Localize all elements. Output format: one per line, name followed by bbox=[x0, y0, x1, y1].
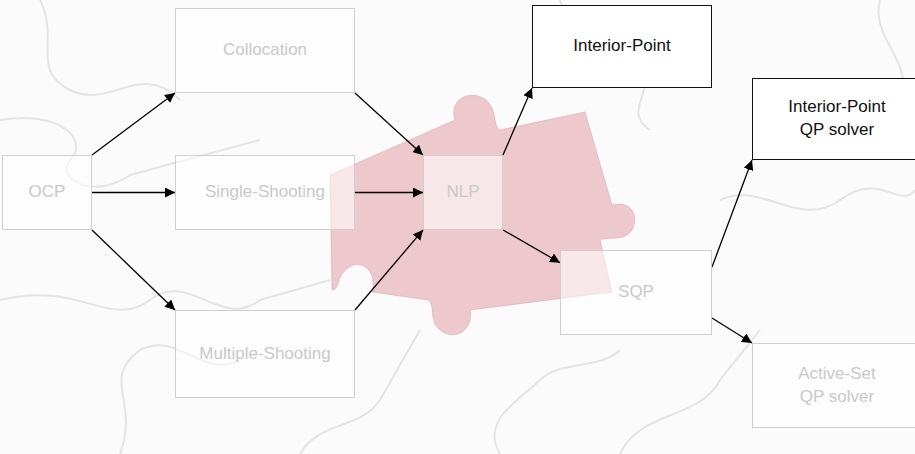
process-box: Multiple-Shooting bbox=[175, 310, 355, 398]
process-box: Single-Shooting bbox=[175, 155, 355, 230]
process-box: OCP bbox=[2, 155, 92, 230]
flow-arrow bbox=[355, 93, 423, 155]
flow-arrow bbox=[92, 192, 175, 193]
box-label: Collocation bbox=[223, 39, 307, 62]
process-box: Interior-Point QP solver bbox=[752, 78, 915, 160]
box-label: Active-Set QP solver bbox=[786, 363, 888, 409]
box-label: SQP bbox=[618, 281, 654, 304]
flow-arrow bbox=[92, 230, 175, 310]
process-box: Interior-Point bbox=[532, 5, 712, 88]
box-label: Interior-Point bbox=[573, 35, 670, 58]
puzzle-line bbox=[0, 280, 330, 310]
flow-arrow bbox=[503, 88, 532, 155]
process-box: Active-Set QP solver bbox=[752, 343, 915, 428]
flow-arrow bbox=[355, 230, 423, 310]
flow-arrow bbox=[712, 318, 752, 343]
puzzle-line bbox=[495, 350, 620, 454]
puzzle-line bbox=[620, 330, 760, 454]
flow-arrow bbox=[503, 230, 560, 263]
box-label: Multiple-Shooting bbox=[199, 343, 330, 366]
puzzle-line bbox=[40, 0, 180, 100]
flow-arrow bbox=[355, 192, 423, 193]
flow-arrow bbox=[92, 93, 175, 155]
box-label: NLP bbox=[446, 181, 479, 204]
puzzle-line bbox=[720, 188, 915, 209]
process-box: SQP bbox=[560, 250, 712, 335]
flow-arrow bbox=[712, 160, 752, 267]
process-box: NLP bbox=[423, 155, 503, 230]
process-box: Collocation bbox=[175, 8, 355, 93]
box-label: Interior-Point QP solver bbox=[786, 96, 888, 142]
box-label: OCP bbox=[29, 181, 66, 204]
box-label: Single-Shooting bbox=[205, 181, 325, 204]
